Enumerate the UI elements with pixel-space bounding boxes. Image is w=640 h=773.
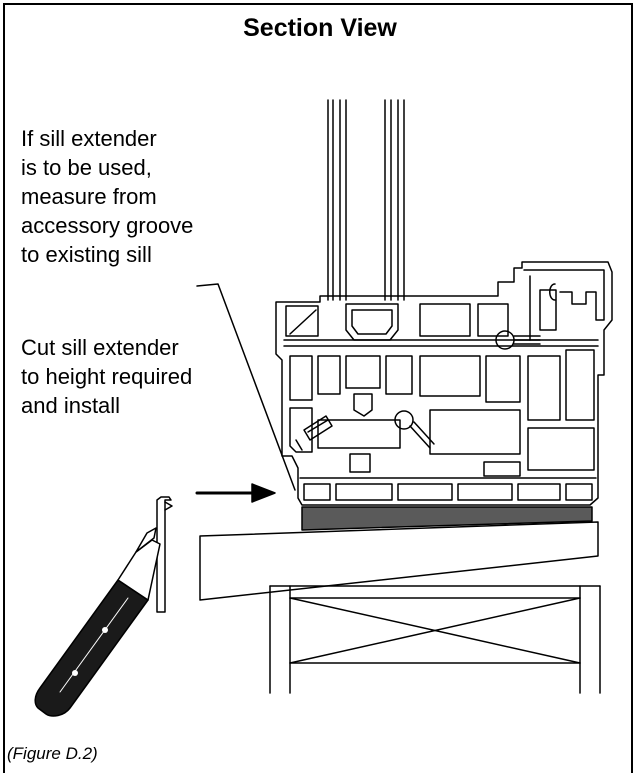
measure-instruction-line: measure from (21, 184, 157, 209)
sill-extender (156, 496, 173, 613)
cut-instruction-line: and install (21, 393, 121, 418)
existing-sill (199, 521, 599, 601)
cut-instruction-line: Cut sill extender (21, 335, 179, 360)
measure-instruction-line: to existing sill (21, 242, 152, 267)
measure-instruction-line: is to be used, (21, 155, 152, 180)
sill-shim (301, 506, 593, 531)
figure-title: Section View (243, 14, 397, 42)
figure-caption: (Figure D.2) (7, 744, 98, 763)
figure-frame (3, 3, 633, 773)
measure-instruction: If sill extender is to be used, measure … (21, 124, 193, 269)
utility-knife-icon (34, 527, 161, 717)
measure-instruction-line: accessory groove (21, 213, 194, 238)
window-frame-profile (275, 261, 613, 506)
rough-framing (269, 585, 601, 694)
measure-instruction-line: If sill extender (21, 126, 157, 151)
cut-instruction: Cut sill extender to height required and… (21, 333, 192, 420)
leader-line (196, 283, 296, 491)
install-arrow (195, 483, 276, 503)
cut-instruction-line: to height required (21, 364, 193, 389)
glass-unit (327, 99, 405, 341)
